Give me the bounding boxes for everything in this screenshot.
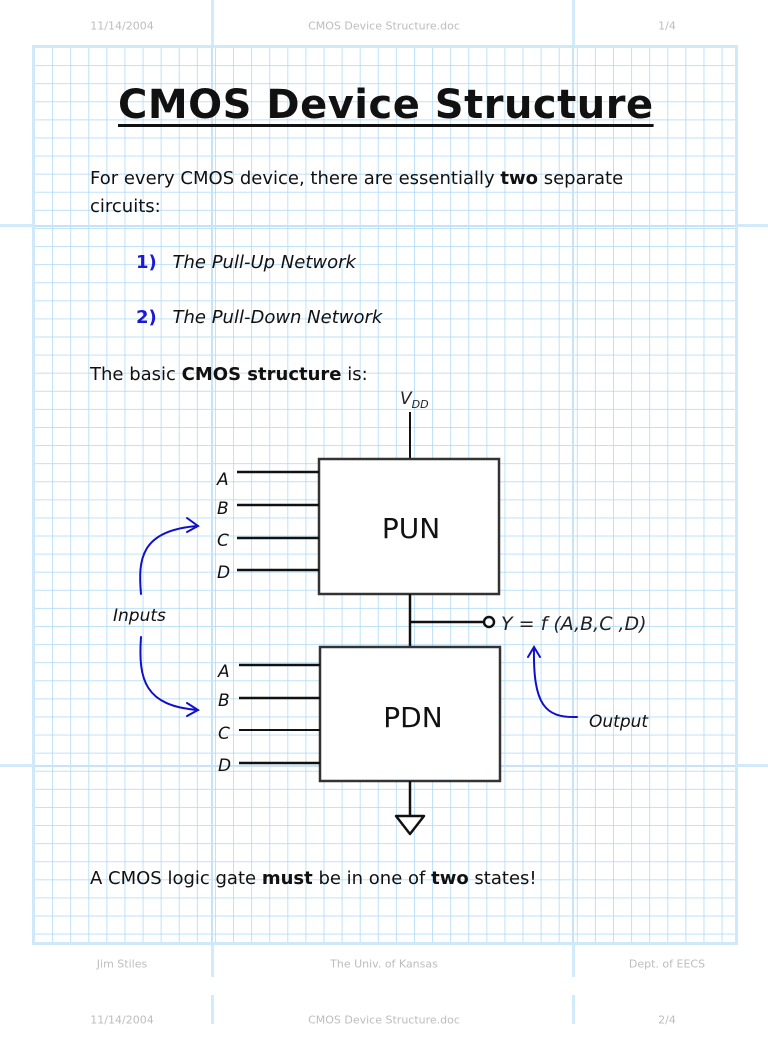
footer-divider [572,945,575,977]
ground-icon [394,781,426,836]
list-number: 1) [136,252,157,273]
header-divider [572,995,575,1024]
inputs-arrow-up-icon [139,517,200,595]
list-item: 2) The Pull-Down Network [136,307,382,328]
output-expression: Y = f (A,B,C ,D) [501,613,647,635]
footer-author: Jim Stiles [96,957,148,971]
margin-tick [738,764,768,767]
input-label-c: C [217,531,229,551]
header-date: 11/14/2004 [90,1013,154,1027]
footer-divider [211,945,214,977]
pun-inputs: A B C D [216,470,319,583]
header-filename: CMOS Device Structure.doc [308,19,460,33]
input-label-a: A [216,470,229,490]
conclusion-text: A CMOS logic gate must be in one of two … [90,868,537,889]
list-number: 2) [136,307,157,328]
pdn-label: PDN [383,701,442,734]
header-page-number: 1/4 [658,19,676,33]
input-label-d: D [217,563,230,583]
list-text: The Pull-Down Network [172,307,383,328]
input-label-b: B [217,499,229,519]
pdn-block [318,645,502,783]
margin-tick [0,764,32,767]
header-divider [211,995,214,1024]
margin-tick [738,224,768,227]
header-date: 11/14/2004 [90,19,154,33]
intro-paragraph: For every CMOS device, there are essenti… [90,168,624,189]
page-footer: Jim Stiles The Univ. of Kansas Dept. of … [0,944,768,984]
inputs-arrow-down-icon [139,636,200,717]
pdn-inputs: A B C D [217,662,320,776]
input-label-b: B [218,691,230,711]
output-annotation: Output [589,712,649,732]
inputs-annotation: Inputs [113,606,166,626]
emphasis: must [261,868,313,889]
pun-block [317,457,501,596]
page-title: CMOS Device Structure [118,82,654,128]
next-page-header: 11/14/2004 CMOS Device Structure.doc 2/4 [0,1000,768,1040]
input-label-d: D [218,756,231,776]
header-filename: CMOS Device Structure.doc [308,1013,460,1027]
pun-label: PUN [382,512,440,545]
structure-intro: The basic CMOS structure is: [90,364,368,385]
vdd-label: VDD [400,389,429,411]
list-text: The Pull-Up Network [172,252,356,273]
grid-major-line [211,48,213,942]
header-divider [211,0,214,47]
output-terminal [482,615,496,629]
emphasis: CMOS structure [181,364,342,385]
footer-department: Dept. of EECS [628,957,706,971]
intro-paragraph-line2: circuits: [90,196,161,217]
margin-tick [0,224,32,227]
header-page-number: 2/4 [658,1013,676,1027]
emphasis: two [500,168,538,189]
input-label-a: A [217,662,230,682]
grid-major-line [35,225,735,227]
page-header: 11/14/2004 CMOS Device Structure.doc 1/4 [0,6,768,46]
grid-major-line [572,48,574,942]
header-divider [572,0,575,47]
list-item: 1) The Pull-Up Network [136,252,356,273]
output-arrow-icon [527,645,578,719]
input-label-c: C [218,724,230,744]
footer-institution: The Univ. of Kansas [330,957,438,971]
emphasis: two [431,868,469,889]
